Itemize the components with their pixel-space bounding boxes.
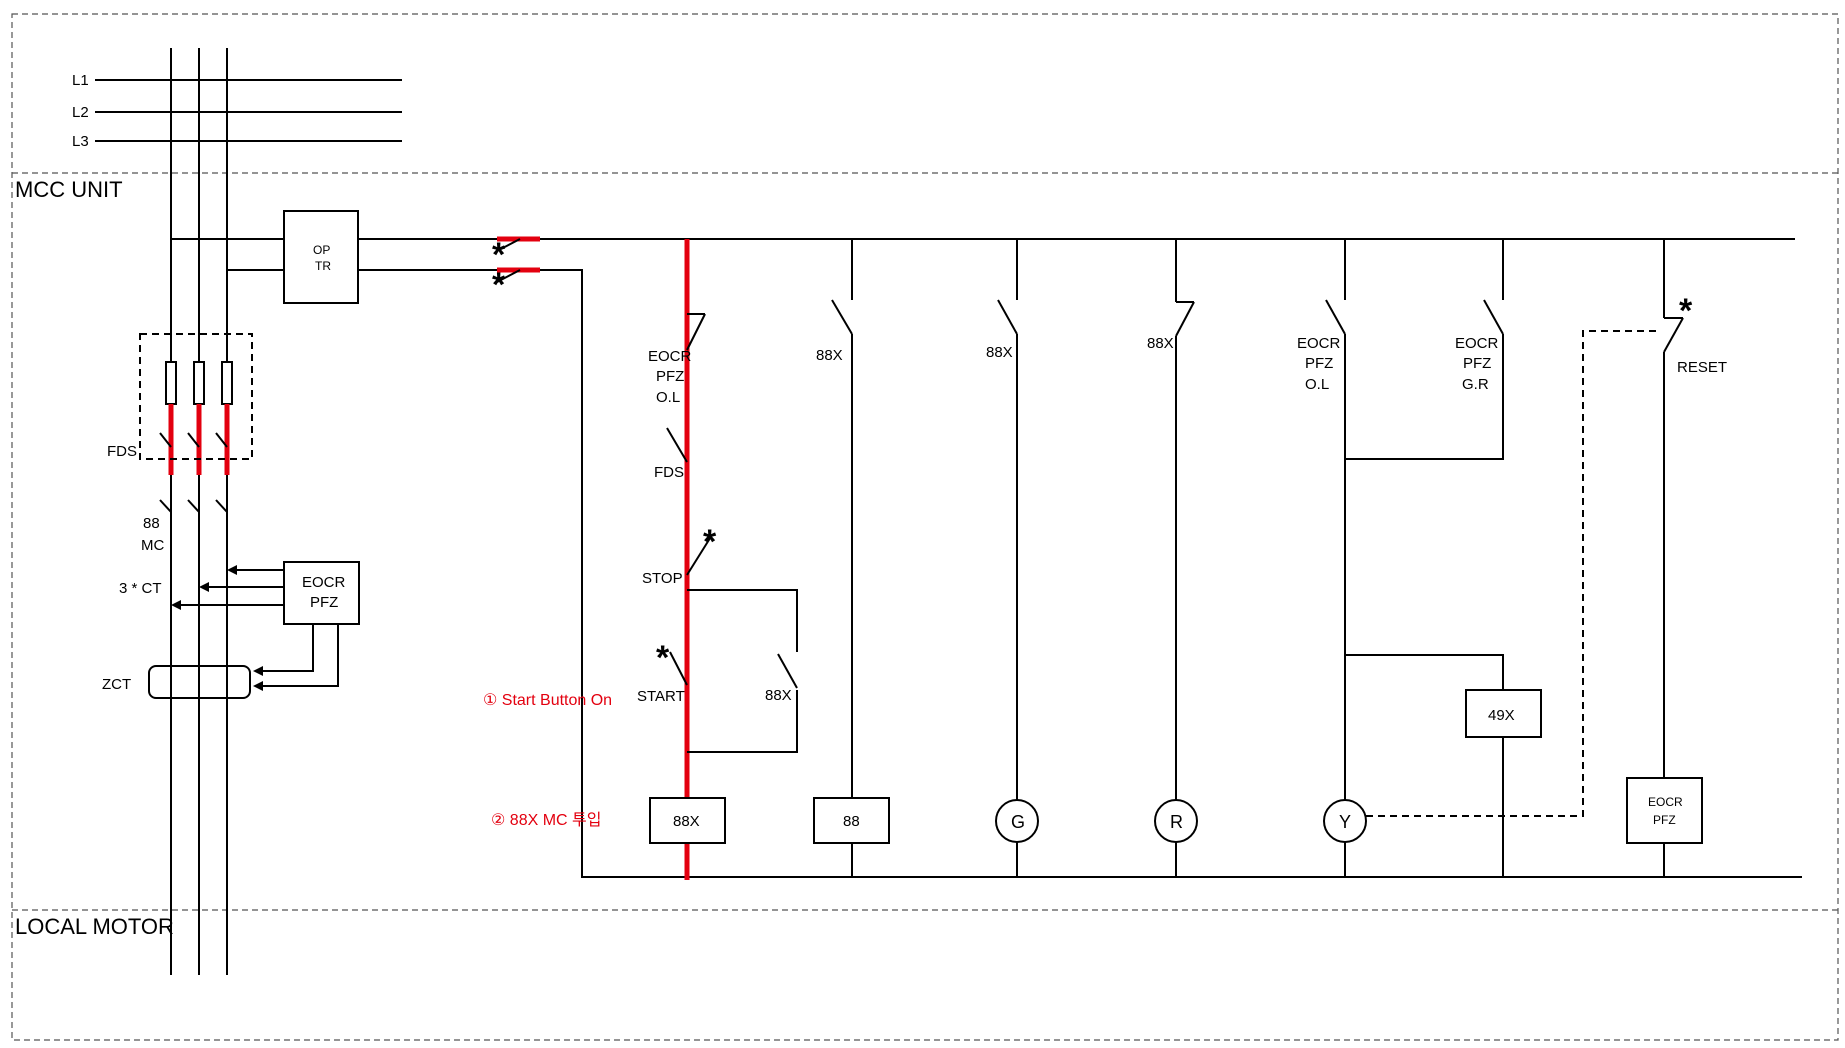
fds-enclosure: [139, 333, 253, 460]
contact-eocr-ol-2-label-3: O.L: [1305, 376, 1329, 393]
coil-eocr-label-1: EOCR: [1648, 795, 1683, 809]
phase-l1-label: L1: [72, 72, 89, 89]
contact-88x-self-hold-label: 88X: [765, 687, 792, 704]
contact-eocr-gr-label-3: G.R: [1462, 376, 1489, 393]
contact-eocr-gr-label-2: PFZ: [1463, 355, 1491, 372]
eocr-power-label-2: PFZ: [310, 594, 338, 611]
contact-eocr-ol-label-1: EOCR: [648, 348, 692, 365]
branch-g-lamp: 88X G: [986, 239, 1039, 877]
coil-88x-label: 88X: [673, 813, 700, 830]
fds-label: FDS: [107, 443, 137, 460]
branch-eocr-reset: * RESET EOCR PFZ: [1626, 239, 1727, 877]
contact-eocr-ol-2-label-1: EOCR: [1297, 335, 1341, 352]
op-tr-label-2: TR: [315, 259, 331, 273]
frame: MCC UNIT LOCAL MOTOR: [11, 13, 1839, 1041]
annotation-step2: ② 88X MC 투입: [491, 811, 601, 829]
coil-88-label: 88: [843, 813, 860, 830]
control-fuses: * *: [492, 236, 540, 304]
mc-88-label-2: MC: [141, 537, 164, 554]
zct: [148, 665, 251, 699]
stop-asterisk: *: [703, 523, 717, 561]
lamp-r-label: R: [1170, 812, 1183, 832]
contact-reset-label: RESET: [1677, 359, 1727, 376]
zct-label: ZCT: [102, 676, 131, 693]
branch-88: 88X 88: [813, 239, 890, 877]
contact-eocr-ol-2-label-2: PFZ: [1305, 355, 1333, 372]
contact-88x-1-label: 88X: [816, 347, 843, 364]
contact-eocr-ol-label-3: O.L: [656, 389, 680, 406]
contact-start-label: START: [637, 688, 685, 705]
branch-r-lamp: 88X R: [1147, 239, 1198, 877]
mc-88-label-1: 88: [143, 515, 160, 532]
fuse-asterisk-2: *: [492, 266, 506, 304]
reset-asterisk: *: [1679, 292, 1693, 330]
local-motor-label: LOCAL MOTOR: [15, 914, 174, 939]
op-tr-label-1: OP: [313, 243, 330, 257]
contact-stop-label: STOP: [642, 570, 683, 587]
relay-49x-label: 49X: [1488, 707, 1515, 724]
branch-y-lamp: EOCR PFZ O.L EOCR PFZ G.R Y 49X: [1297, 239, 1660, 877]
op-transformer: OP TR: [171, 210, 497, 304]
start-asterisk: *: [656, 639, 670, 677]
control-bus: [540, 238, 1802, 878]
control-bus-bottom: [540, 269, 1802, 878]
contact-eocr-ol-label-2: PFZ: [656, 368, 684, 385]
phase-l3-label: L3: [72, 133, 89, 150]
phase-conductors: FDS 88 MC ZCT 3 * CT: [102, 48, 253, 975]
lamp-y-label: Y: [1339, 812, 1351, 832]
fuse-asterisk-1: *: [492, 236, 506, 274]
contact-fds-label: FDS: [654, 464, 684, 481]
contact-eocr-gr-label-1: EOCR: [1455, 335, 1499, 352]
contact-88x-2-label: 88X: [986, 344, 1013, 361]
coil-eocr-label-2: PFZ: [1653, 813, 1676, 827]
eocr-power-relay: EOCR PFZ: [171, 561, 360, 691]
mcc-unit-label: MCC UNIT: [15, 177, 123, 202]
eocr-power-label-1: EOCR: [302, 574, 346, 591]
phase-l2-label: L2: [72, 104, 89, 121]
ct-label: 3 * CT: [119, 580, 162, 597]
outer-frame: [11, 13, 1839, 1041]
annotation-step1: ① Start Button On: [483, 692, 612, 709]
branch-88x: EOCR PFZ O.L FDS * STOP * START 88X 88X: [637, 239, 798, 880]
power-bus: L1 L2 L3: [72, 72, 402, 150]
contact-88x-3-label: 88X: [1147, 335, 1174, 352]
lamp-g-label: G: [1011, 812, 1025, 832]
